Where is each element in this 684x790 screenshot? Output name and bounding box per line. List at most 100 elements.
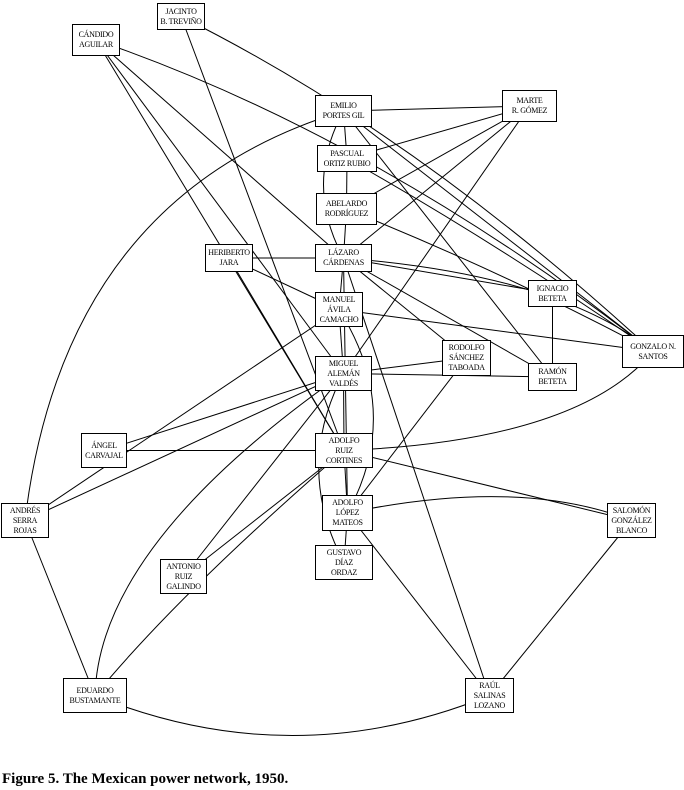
node-label-line: RODOLFO <box>448 343 485 352</box>
edge-lazaro-raul <box>343 257 490 696</box>
node-label-line: B. TREVIÑO <box>160 16 202 26</box>
node-label-line: DÍAZ <box>335 557 353 567</box>
edge-abelardo-marte <box>346 105 530 210</box>
edge-adolforc-eduardo <box>94 450 345 696</box>
node-label-line: MARTE <box>516 96 543 105</box>
edge-adolfolm-raul <box>347 512 490 696</box>
edge-gustavo-miguel <box>318 373 345 563</box>
edge-miguel-andres <box>24 373 344 521</box>
node-label-line: ROJAS <box>13 525 37 535</box>
node-label-line: BETETA <box>538 377 567 386</box>
node-label-line: CORTINES <box>325 455 363 465</box>
node-label-line: RAÚL <box>479 680 500 690</box>
node-label-line: PORTES GIL <box>322 111 365 120</box>
node-label-line: GUSTAVO <box>326 547 362 557</box>
edge-candido-miguel <box>95 39 344 374</box>
node-label-line: ABELARDO <box>325 199 368 208</box>
node-label-line: SANTOS <box>638 351 668 361</box>
edge-heriberto-adolforc <box>228 257 345 451</box>
node-label-line: EMILIO <box>330 101 357 110</box>
edge-pascual-gonzalo <box>346 158 654 352</box>
edge-manuel-adolfolm <box>338 309 374 514</box>
figure-caption: Figure 5. The Mexican power network, 195… <box>2 771 289 787</box>
node-label-line: MATEOS <box>332 518 363 527</box>
node-label-line: ANDRÉS <box>9 505 41 515</box>
node-label-line: RUIZ <box>335 445 353 455</box>
node-label-line: BUSTAMANTE <box>69 695 121 705</box>
edge-rodolfo-adolfolm <box>347 357 467 514</box>
edge-salomon-raul <box>489 520 632 696</box>
node-label-line: MANUEL <box>322 294 356 304</box>
edge-adolfolm-salomon <box>347 496 632 521</box>
node-label-line: RUIZ <box>174 571 193 581</box>
edge-miguel-eduardo <box>94 373 344 696</box>
node-label-line: RAMÓN <box>538 367 567 376</box>
edge-miguel-antonio <box>183 373 344 577</box>
edge-emilio-marte <box>343 105 530 112</box>
edge-adolforc-antonio <box>183 450 345 577</box>
node-label-line: BLANCO <box>615 525 648 535</box>
edge-emilio-andres <box>24 110 344 521</box>
node-label-line: IGNACIO <box>536 283 569 293</box>
edge-emilio-ramon <box>343 110 553 378</box>
node-label-line: SALOMÓN <box>612 505 651 515</box>
node-label-line: CARVAJAL <box>85 450 123 460</box>
node-label-line: R. GÓMEZ <box>511 106 548 115</box>
edge-emilio-lazaro <box>323 110 344 259</box>
node-label-line: GONZÁLEZ <box>611 515 652 525</box>
node-label-line: RODRÍGUEZ <box>324 209 369 218</box>
node-label-line: VALDÉS <box>329 378 358 388</box>
node-label-line: ANTONIO <box>166 561 201 571</box>
node-label-line: CAMACHO <box>319 314 359 324</box>
node-label-line: SALINAS <box>473 690 506 700</box>
node-label-line: ORDAZ <box>330 567 358 577</box>
node-label-line: ORTIZ RUBIO <box>323 158 371 168</box>
edge-raul-eduardo <box>94 695 490 736</box>
node-label-line: LÁZARO <box>328 248 359 257</box>
edge-adolforc-gonzalo <box>343 351 654 451</box>
node-label-line: AGUILAR <box>79 40 113 49</box>
edge-lazaro-ramon <box>343 257 553 378</box>
node-label-line: LÓPEZ <box>335 508 360 517</box>
node-label-line: JARA <box>219 258 239 267</box>
node-label-line: GALINDO <box>166 581 201 591</box>
edge-manuel-gonzalo <box>338 309 654 352</box>
node-label-line: GONZALO N. <box>630 341 676 351</box>
edge-pascual-marte <box>346 105 530 159</box>
edge-abelardo-gonzalo <box>346 208 654 352</box>
edge-lazaro-gonzalo <box>343 257 654 352</box>
node-label-line: CÁRDENAS <box>323 258 364 267</box>
node-label-line: ADOLFO <box>332 498 363 507</box>
node-label-line: SERRA <box>12 515 38 525</box>
node-label-line: JACINTO <box>165 6 197 16</box>
node-label-line: CÁNDIDO <box>78 30 114 39</box>
edge-lazaro-ignacio <box>343 257 553 294</box>
edge-miguel-angel <box>103 373 344 451</box>
edge-lazaro-marte <box>343 105 530 259</box>
node-label-line: MIGUEL <box>328 358 359 368</box>
node-label-line: TABOADA <box>448 363 485 372</box>
edge-emilio-gonzalo <box>343 110 654 352</box>
edge-manuel-andres <box>24 309 340 521</box>
node-label-line: LOZANO <box>473 700 506 710</box>
node-label-line: SÁNCHEZ <box>449 353 484 362</box>
edge-candido-lazaro <box>95 39 344 259</box>
